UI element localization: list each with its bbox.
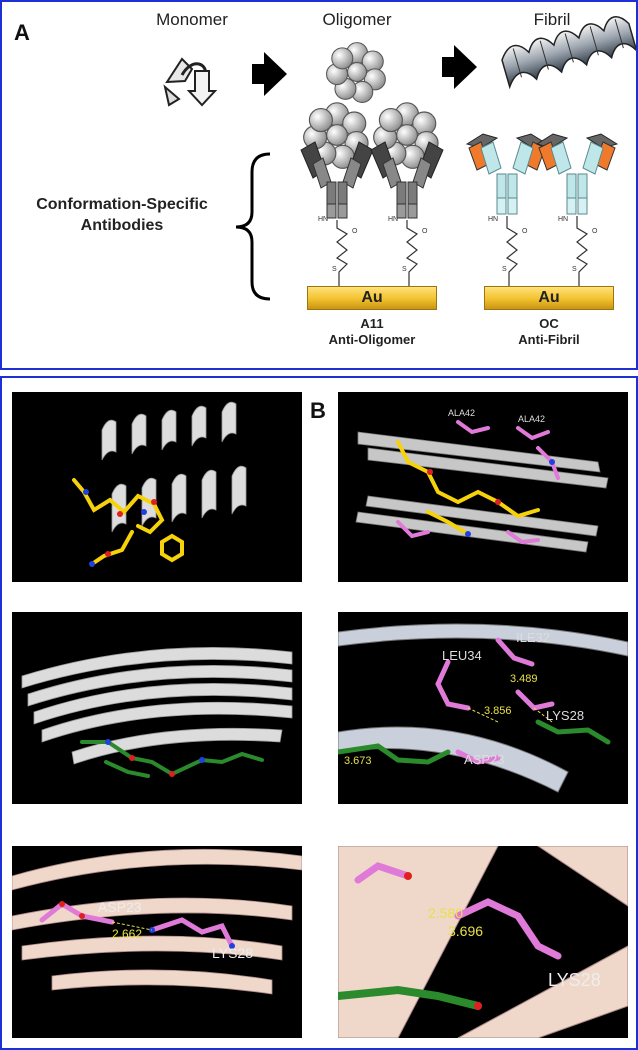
distance-label: 3.489 bbox=[510, 673, 538, 685]
linker-chains bbox=[335, 216, 589, 287]
residue-label: LYS28 bbox=[546, 708, 584, 723]
antibody-a11-target: Anti-Oligomer bbox=[328, 332, 416, 347]
linker-s-label: S bbox=[572, 266, 577, 273]
linker-hn-label: HN bbox=[318, 216, 329, 223]
antibody-oc-name: OC bbox=[539, 316, 559, 331]
linker-s-label: S bbox=[502, 266, 507, 273]
distance-label: 3.696 bbox=[448, 923, 483, 939]
antibody-oc-target: Anti-Fibril bbox=[518, 332, 580, 347]
antibody-oc-caption: OC Anti-Fibril bbox=[484, 316, 614, 348]
linker-o-label: O bbox=[352, 228, 358, 235]
brace-icon bbox=[235, 152, 271, 301]
linker-o-label: O bbox=[522, 228, 528, 235]
linker-s-label: S bbox=[332, 266, 337, 273]
structure-image-5: ASP23 LYS28 2.662 bbox=[12, 846, 302, 1038]
stage-monomer-label: Monomer bbox=[156, 10, 228, 29]
panel-a-label: A bbox=[14, 20, 30, 45]
stage-fibril-label: Fibril bbox=[533, 10, 571, 29]
residue-label: ASP23 bbox=[464, 752, 504, 767]
conformation-antibodies-label: Conformation-Specific Antibodies bbox=[4, 194, 240, 236]
side-label-line1: Conformation-Specific bbox=[36, 196, 208, 213]
arrow-right-icon bbox=[252, 52, 287, 96]
panel-b: B bbox=[0, 376, 638, 1050]
antibody-a11-name: A11 bbox=[360, 316, 384, 331]
panel-b-label: B bbox=[310, 398, 326, 423]
linker-hn-label: HN bbox=[558, 216, 569, 223]
structure-image-6: 2.580 3.696 LYS28 bbox=[338, 846, 628, 1038]
antibody-a11-caption: A11 Anti-Oligomer bbox=[307, 316, 437, 348]
structure-image-2: ALA42 ALA42 bbox=[338, 392, 628, 582]
arrow-right-icon bbox=[442, 45, 477, 89]
linker-s-label: S bbox=[402, 266, 407, 273]
panel-a: A Monomer Oligomer Fibril bbox=[0, 0, 638, 370]
distance-label: 3.673 bbox=[344, 755, 372, 767]
linker-hn-label: HN bbox=[488, 216, 499, 223]
linker-hn-label: HN bbox=[388, 216, 399, 223]
gold-surface-oc: Au bbox=[484, 286, 614, 310]
residue-label: LEU34 bbox=[442, 648, 482, 663]
antibody-a11-right bbox=[370, 102, 444, 219]
gold-surface-a11: Au bbox=[307, 286, 437, 310]
linker-o-label: O bbox=[422, 228, 428, 235]
monomer-icon bbox=[163, 57, 218, 107]
structure-image-4: LEU34 ILE32 LYS28 ASP23 3.489 3.856 3.67… bbox=[338, 612, 628, 804]
structure-image-3 bbox=[12, 612, 302, 804]
antibody-oc-right bbox=[535, 133, 619, 215]
oligomer-icon bbox=[326, 42, 386, 103]
residue-label: ASP23 bbox=[98, 899, 142, 915]
residue-label: LYS28 bbox=[212, 945, 253, 961]
distance-label: 2.580 bbox=[428, 905, 463, 921]
distance-label: 3.856 bbox=[484, 705, 512, 717]
antibody-oc-left bbox=[465, 133, 549, 215]
linker-o-label: O bbox=[592, 228, 598, 235]
stage-oligomer-label: Oligomer bbox=[322, 10, 392, 29]
side-label-line2: Antibodies bbox=[80, 217, 164, 234]
panel-a-diagram bbox=[163, 16, 636, 301]
distance-label: 2.662 bbox=[112, 927, 142, 941]
fibril-icon bbox=[501, 16, 636, 90]
structure-image-1 bbox=[12, 392, 302, 582]
antibody-a11-left bbox=[300, 102, 374, 219]
residue-label: ALA42 bbox=[448, 408, 475, 418]
residue-label: ALA42 bbox=[518, 414, 545, 424]
residue-label: LYS28 bbox=[548, 970, 601, 990]
residue-label: ILE32 bbox=[516, 630, 550, 645]
